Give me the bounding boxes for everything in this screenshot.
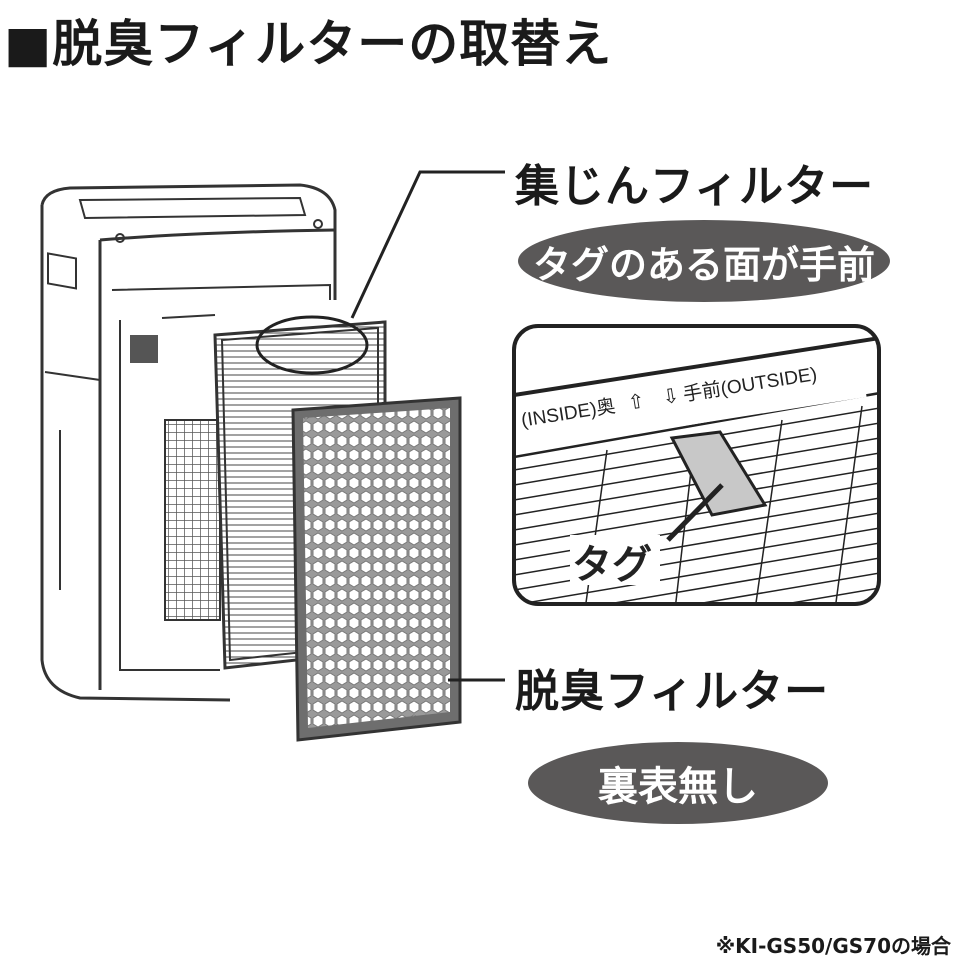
inner-grille <box>164 419 221 621</box>
dust-filter-leader-line <box>350 170 505 319</box>
down-arrow-icon: ⇩ <box>661 383 681 409</box>
model-footnote: ※KI-GS50/GS70の場合 <box>715 934 951 958</box>
air-purifier-body <box>40 183 337 702</box>
deodorizing-filter-label: 脱臭フィルター <box>515 666 830 717</box>
dust-filter-label: 集じんフィルター <box>515 161 875 212</box>
tag-detail-inset: (INSIDE)奥 ⇧ ⇩ 手前(OUTSIDE) タグ <box>512 324 881 606</box>
dust-filter-note-badge: タグのある面が手前 <box>518 220 890 302</box>
up-arrow-icon: ⇧ <box>626 388 646 414</box>
tag-label: タグ <box>572 542 652 588</box>
page-title: ■脱臭フィルターの取替え <box>4 15 613 73</box>
deodorizing-filter-note-badge: 裏表無し <box>528 742 828 824</box>
deodorizing-filter <box>291 396 462 742</box>
tag-shape <box>669 430 768 517</box>
tag-highlight-circle <box>255 315 369 375</box>
